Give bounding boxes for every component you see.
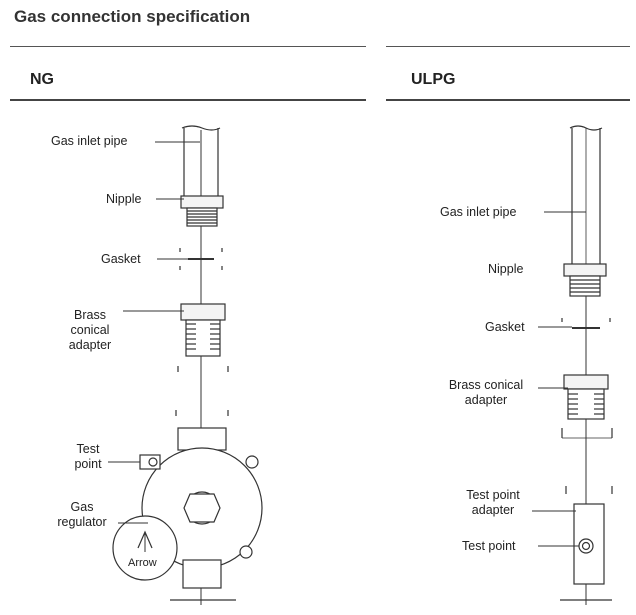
ulpg-label-test-point: Test point [462, 539, 516, 553]
ulpg-label-gasket: Gasket [485, 320, 525, 334]
ng-label-brass-conical-adapter: Brass conical adapter [58, 308, 122, 353]
ng-label-brass-line3: adapter [68, 338, 112, 352]
page-title: Gas connection specification [14, 7, 251, 26]
ng-label-test-point: Test point [66, 442, 110, 472]
ng-label-gasket: Gasket [101, 252, 141, 266]
ng-gasket [179, 248, 223, 270]
ulpg-label-test-point-adapter: Test point adapter [454, 488, 532, 518]
ulpg-nipple [563, 263, 607, 297]
ng-label-test-point-line1: Test [76, 442, 100, 456]
ng-heading-rule [10, 99, 366, 101]
ng-label-brass-line2: conical [70, 323, 110, 337]
ulpg-label-test-point-adapter-line1: Test point [466, 488, 520, 502]
title-rule-right [386, 46, 630, 47]
ulpg-label-gas-inlet-pipe: Gas inlet pipe [440, 205, 517, 219]
ng-arrow-indicator [112, 515, 178, 581]
ng-label-gas-regulator: Gas regulator [44, 500, 120, 530]
ng-label-nipple: Nipple [106, 192, 142, 206]
ng-gas-inlet-pipe [181, 125, 221, 196]
title-rule-left [10, 46, 366, 47]
ng-label-gas-regulator-line2: regulator [57, 515, 107, 529]
ng-heading: NG [30, 71, 54, 88]
ng-brass-conical-adapter [177, 303, 229, 372]
ulpg-label-brass-conical-adapter: Brass conical adapter [434, 378, 538, 408]
ulpg-gasket [561, 318, 611, 329]
ulpg-label-brass-line2: adapter [464, 393, 508, 407]
ng-nipple [180, 195, 224, 227]
ng-label-arrow: Arrow [128, 557, 157, 569]
ng-test-point [139, 454, 161, 470]
ulpg-label-nipple: Nipple [488, 262, 524, 276]
ng-label-gas-regulator-line1: Gas [70, 500, 94, 514]
ulpg-brass-conical-adapter [561, 374, 613, 439]
ulpg-gas-inlet-pipe [569, 125, 603, 264]
ulpg-label-brass-line1: Brass conical [448, 378, 524, 392]
ulpg-heading-rule [386, 99, 630, 101]
ng-label-brass-line1: Brass [74, 308, 106, 322]
ng-label-gas-inlet-pipe: Gas inlet pipe [51, 134, 128, 148]
ulpg-label-test-point-adapter-line2: adapter [471, 503, 515, 517]
ulpg-heading: ULPG [411, 71, 456, 88]
ng-label-test-point-line2: point [74, 457, 102, 471]
ulpg-test-point [578, 538, 594, 554]
